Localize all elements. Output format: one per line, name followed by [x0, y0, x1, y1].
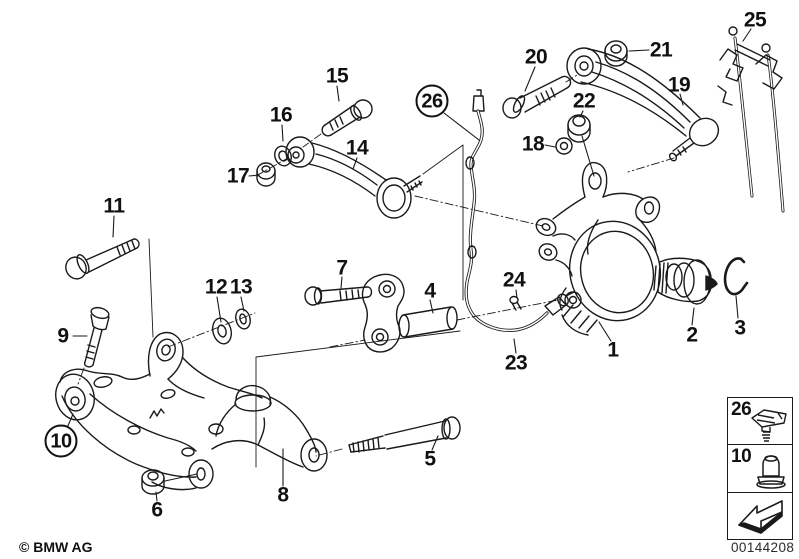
callout-21[interactable]: 21 [649, 38, 673, 62]
callout-18[interactable]: 18 [521, 132, 545, 156]
washer-12-drawing [211, 317, 233, 345]
track-strut-drawing [285, 136, 423, 219]
callout-15[interactable]: 15 [325, 64, 349, 88]
document-number: 00144208 [731, 540, 795, 555]
callout-13[interactable]: 13 [229, 275, 253, 299]
callout-3[interactable]: 3 [734, 316, 746, 340]
washer-21-drawing [604, 40, 628, 67]
legend-box: 26 10 [727, 397, 793, 540]
bolt-15-drawing [321, 99, 373, 137]
callout-4[interactable]: 4 [424, 279, 436, 303]
sensor-holder-clip-icon [751, 409, 787, 443]
upper-control-arm-drawing [566, 47, 720, 162]
integral-link-drawing [361, 273, 405, 353]
callout-20[interactable]: 20 [524, 45, 548, 69]
callout-22[interactable]: 22 [572, 89, 596, 113]
callout-8[interactable]: 8 [277, 483, 289, 507]
axis-lines [77, 74, 675, 457]
bolt-11-drawing [65, 238, 140, 280]
leader-lines [66, 28, 752, 502]
legend-label-10: 10 [731, 446, 752, 468]
nut-17-drawing [256, 162, 276, 187]
legend-label-26: 26 [731, 399, 752, 420]
cv-joint-drawing [653, 257, 718, 305]
legend-item-26: 26 [728, 398, 792, 446]
callout-14[interactable]: 14 [345, 136, 369, 160]
callout-7[interactable]: 7 [336, 256, 348, 280]
callout-5[interactable]: 5 [424, 447, 436, 471]
callout-16[interactable]: 16 [269, 103, 293, 127]
callout-9[interactable]: 9 [57, 324, 69, 348]
washer-18-drawing [555, 137, 573, 155]
bolt-7-drawing [304, 286, 373, 306]
callout-24[interactable]: 24 [502, 268, 526, 292]
abs-sensor-cable-drawing [464, 89, 575, 332]
washer-16-drawing [274, 145, 292, 167]
legend-item-10: 10 [728, 445, 792, 493]
callout-1[interactable]: 1 [607, 338, 619, 362]
callout-10[interactable]: 10 [44, 424, 78, 458]
callout-17[interactable]: 17 [226, 164, 250, 188]
spacer-tube-drawing [398, 306, 458, 338]
callout-25[interactable]: 25 [743, 8, 767, 32]
snap-ring-drawing [723, 257, 749, 296]
direction-arrow-icon [738, 500, 783, 534]
wheel-carrier-drawing [535, 161, 662, 336]
construction-lines [148, 144, 464, 468]
callout-26[interactable]: 26 [415, 84, 449, 118]
callout-23[interactable]: 23 [504, 351, 528, 375]
copyright-text: © BMW AG [19, 539, 93, 555]
callout-11[interactable]: 11 [103, 194, 125, 218]
bolt-9-drawing [83, 306, 110, 368]
callout-6[interactable]: 6 [151, 498, 163, 522]
brake-pipe-drawing [717, 26, 785, 213]
legend-item-arrow [728, 493, 792, 539]
callout-19[interactable]: 19 [667, 73, 691, 97]
nut-22-drawing [567, 114, 591, 143]
bolt-20-drawing [502, 75, 572, 119]
cap-nut-icon [756, 454, 786, 489]
nut-13-drawing [235, 308, 251, 330]
bolt-5-drawing [348, 416, 461, 453]
callout-12[interactable]: 12 [204, 275, 228, 299]
subframe-drawing [55, 332, 328, 495]
callout-2[interactable]: 2 [686, 323, 698, 347]
